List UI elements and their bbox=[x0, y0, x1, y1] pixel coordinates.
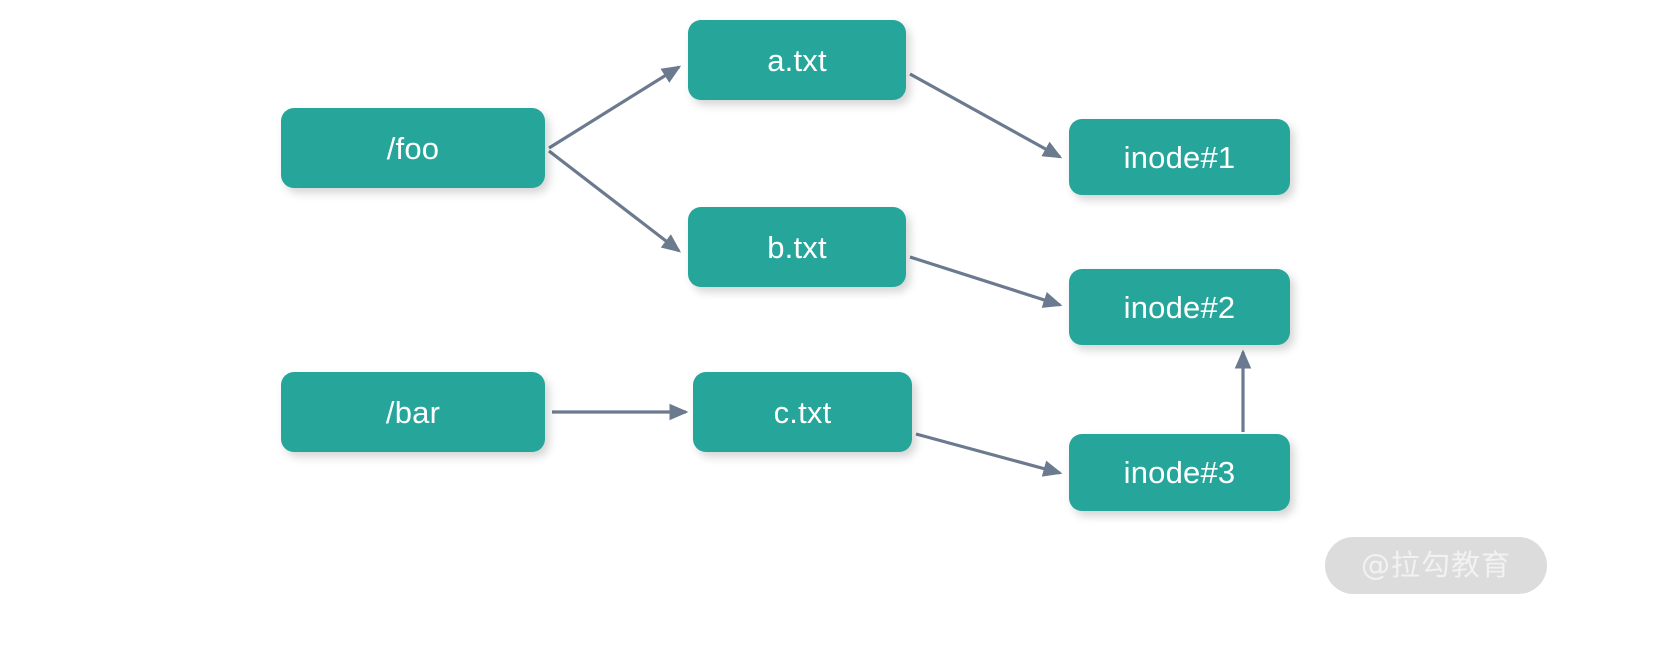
node-bar[interactable]: /bar bbox=[281, 372, 545, 452]
node-a-txt-label: a.txt bbox=[767, 42, 827, 78]
node-c-txt[interactable]: c.txt bbox=[693, 372, 912, 452]
watermark-badge: @拉勾教育 bbox=[1325, 537, 1547, 594]
node-foo[interactable]: /foo bbox=[281, 108, 545, 188]
node-a-txt[interactable]: a.txt bbox=[688, 20, 906, 100]
node-b-txt-label: b.txt bbox=[767, 229, 827, 265]
watermark-label: @拉勾教育 bbox=[1360, 548, 1511, 582]
edge-ctxt-to-inode3 bbox=[915, 432, 1063, 477]
node-inode-3[interactable]: inode#3 bbox=[1069, 434, 1290, 511]
node-inode-2[interactable]: inode#2 bbox=[1069, 269, 1290, 345]
node-b-txt[interactable]: b.txt bbox=[688, 207, 906, 287]
edge-foo-to-btxt bbox=[548, 149, 682, 253]
edge-btxt-to-inode2 bbox=[909, 255, 1063, 308]
node-bar-label: /bar bbox=[385, 394, 441, 430]
node-foo-label: /foo bbox=[386, 130, 440, 166]
node-inode-1-label: inode#1 bbox=[1123, 139, 1236, 175]
edge-foo-to-atxt bbox=[548, 65, 682, 150]
node-c-txt-label: c.txt bbox=[773, 394, 832, 430]
node-inode-1[interactable]: inode#1 bbox=[1069, 119, 1290, 195]
node-inode-3-label: inode#3 bbox=[1123, 455, 1236, 490]
node-inode-2-label: inode#2 bbox=[1123, 289, 1236, 325]
edge-atxt-to-inode1 bbox=[909, 72, 1063, 159]
